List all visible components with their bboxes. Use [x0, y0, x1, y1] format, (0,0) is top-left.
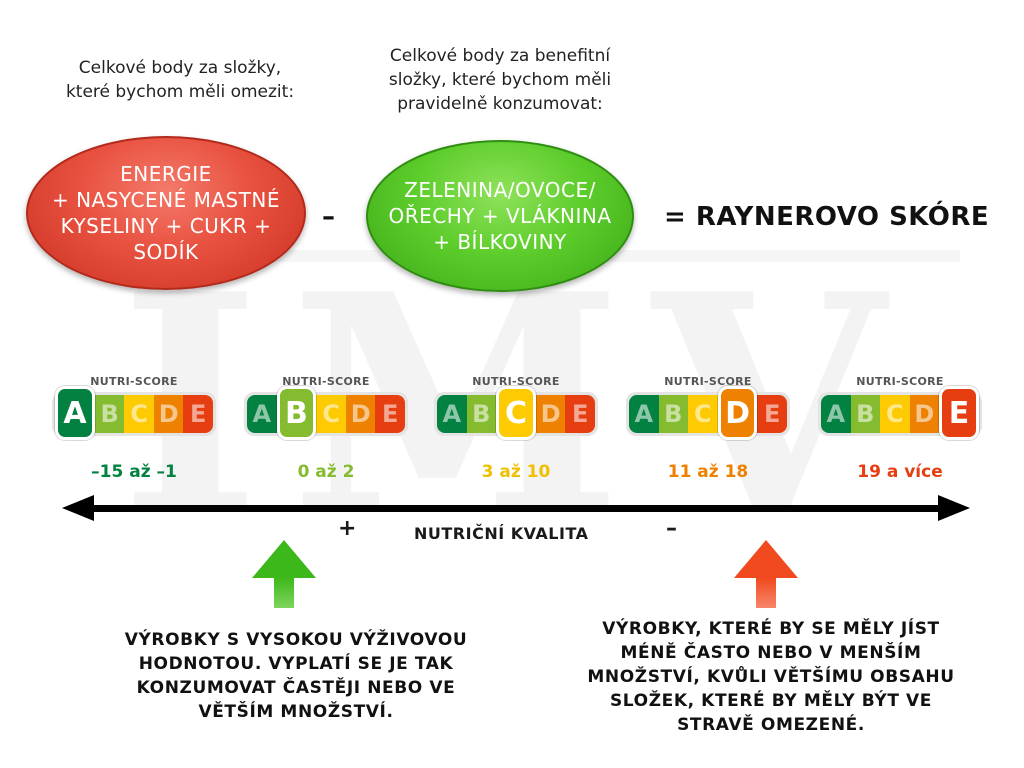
nutriscore-letter-b: B	[466, 395, 497, 433]
axis-label: NUTRIČNÍ KVALITA	[414, 524, 589, 543]
nutriscore-letter-b: B	[276, 386, 317, 440]
nutriscore-letter-d: D	[909, 395, 940, 433]
low-nutrition-description: VÝROBKY, KTERÉ BY SE MĚLY JÍST MÉNĚ ČAST…	[587, 619, 955, 735]
axis-right-arrowhead	[938, 495, 970, 521]
range-d: 11 až 18	[667, 462, 749, 482]
nutriscore-letter-c: C	[880, 395, 910, 433]
nutriscore-letter-e: E	[757, 395, 787, 433]
nutriscore-letter-b: B	[94, 395, 125, 433]
nutriscore-letter-e: E	[939, 386, 979, 440]
nutriscore-letter-c: C	[688, 395, 718, 433]
red-up-arrow-icon	[734, 540, 798, 608]
nutriscore-title: NUTRI-SCORE	[856, 375, 944, 388]
nutriscore-title: NUTRI-SCORE	[472, 375, 560, 388]
axis-minus-sign: –	[666, 516, 677, 541]
green-up-arrow-icon	[252, 540, 316, 608]
nutriscore-letter-d: D	[345, 395, 376, 433]
nutriscore-letter-b: B	[850, 395, 881, 433]
nutriscore-letter-a: A	[821, 395, 851, 433]
nutriscore-letter-c: C	[124, 395, 154, 433]
benefit-caption: Celkové body za benefitní složky, které …	[388, 46, 612, 114]
nutriscore-letter-d: D	[535, 395, 566, 433]
axis-plus-sign: +	[338, 516, 357, 541]
nutriscore-letter-d: D	[717, 386, 758, 440]
nutriscore-title: NUTRI-SCORE	[282, 375, 370, 388]
axis-left-arrowhead	[62, 495, 94, 521]
nutriscore-letter-c: C	[316, 395, 346, 433]
range-a: –15 až –1	[91, 462, 177, 482]
nutriscore-letter-a: A	[629, 395, 659, 433]
benefit-components-ellipse: ZELENINA/OVOCE/ OŘECHY + VLÁKNINA + BÍLK…	[366, 140, 634, 292]
nutrition-quality-axis	[90, 505, 940, 512]
high-nutrition-description: VÝROBKY S VYSOKOU VÝŽIVOVOU HODNOTOU. VY…	[124, 630, 468, 722]
limit-caption: Celkové body za složky, které bychom měl…	[65, 58, 295, 102]
nutriscore-letter-c: C	[496, 386, 536, 440]
range-c: 3 až 10	[481, 462, 551, 482]
nutriscore-letter-b: B	[658, 395, 689, 433]
nutriscore-letter-e: E	[375, 395, 405, 433]
range-b: 0 až 2	[297, 462, 355, 482]
nutriscore-letter-a: A	[247, 395, 277, 433]
nutriscore-letter-e: E	[183, 395, 213, 433]
nutriscore-letter-a: A	[55, 386, 95, 440]
minus-operator: –	[322, 202, 335, 232]
nutriscore-title: NUTRI-SCORE	[664, 375, 752, 388]
range-e: 19 a více	[857, 462, 943, 482]
rayner-score-result: = RAYNEROVO SKÓRE	[664, 202, 990, 232]
nutriscore-letter-a: A	[437, 395, 467, 433]
nutriscore-letter-e: E	[565, 395, 595, 433]
nutriscore-title: NUTRI-SCORE	[90, 375, 178, 388]
nutriscore-letter-d: D	[153, 395, 184, 433]
limit-components-ellipse: ENERGIE + NASYCENÉ MASTNÉ KYSELINY + CUK…	[26, 136, 306, 290]
